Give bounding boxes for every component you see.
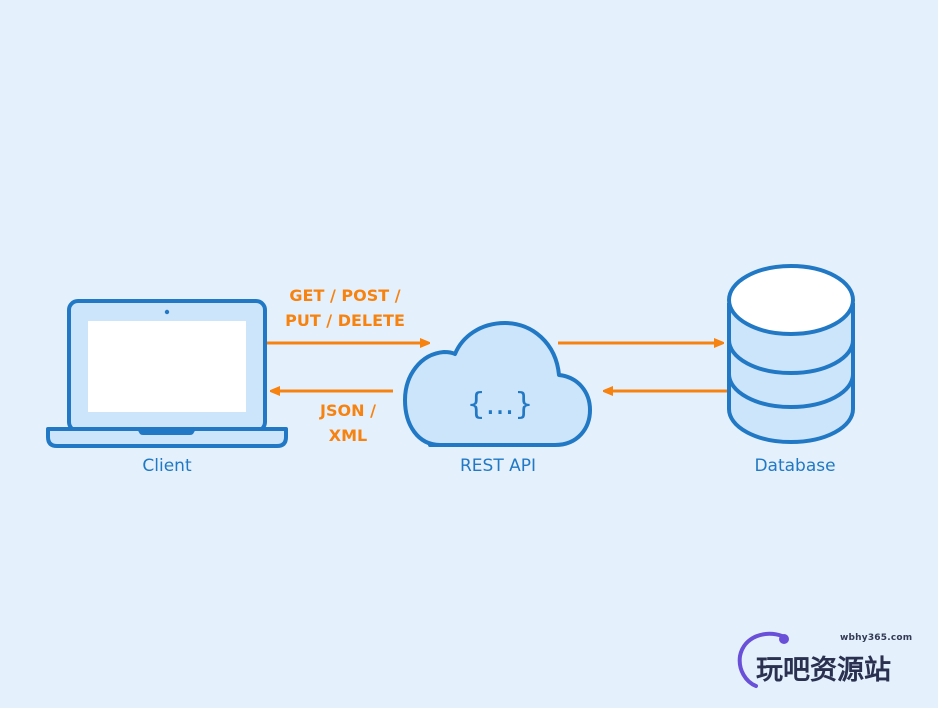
laptop-notch <box>137 429 196 435</box>
cloud-icon: {...} <box>403 321 592 447</box>
response-format-line-2: XML <box>328 426 368 445</box>
rest-api-label: REST API <box>459 456 537 476</box>
request-methods-line-2: PUT / DELETE <box>285 311 405 330</box>
watermark-logo: wbhy365.com 玩吧资源站 <box>736 630 916 690</box>
database-icon <box>727 264 855 444</box>
cloud-shape <box>403 321 592 447</box>
api-braces-icon: {...} <box>467 387 534 422</box>
laptop-icon <box>46 299 288 448</box>
watermark-arc-icon <box>737 631 789 688</box>
watermark-domain: wbhy365.com <box>840 633 913 643</box>
request-methods-line-1: GET / POST / <box>289 286 401 305</box>
database-ring-2 <box>727 373 855 409</box>
laptop-base <box>46 427 288 448</box>
laptop-screen <box>88 321 246 412</box>
laptop-camera <box>164 309 170 315</box>
request-methods-label: GET / POST / PUT / DELETE <box>285 283 405 333</box>
database-ring-1 <box>727 339 855 375</box>
database-label: Database <box>754 456 836 476</box>
response-format-line-1: JSON / <box>320 401 376 420</box>
client-label: Client <box>142 456 192 476</box>
database-top <box>727 264 855 336</box>
watermark-name: 玩吧资源站 <box>756 655 891 686</box>
response-format-label: JSON / XML <box>308 398 388 448</box>
